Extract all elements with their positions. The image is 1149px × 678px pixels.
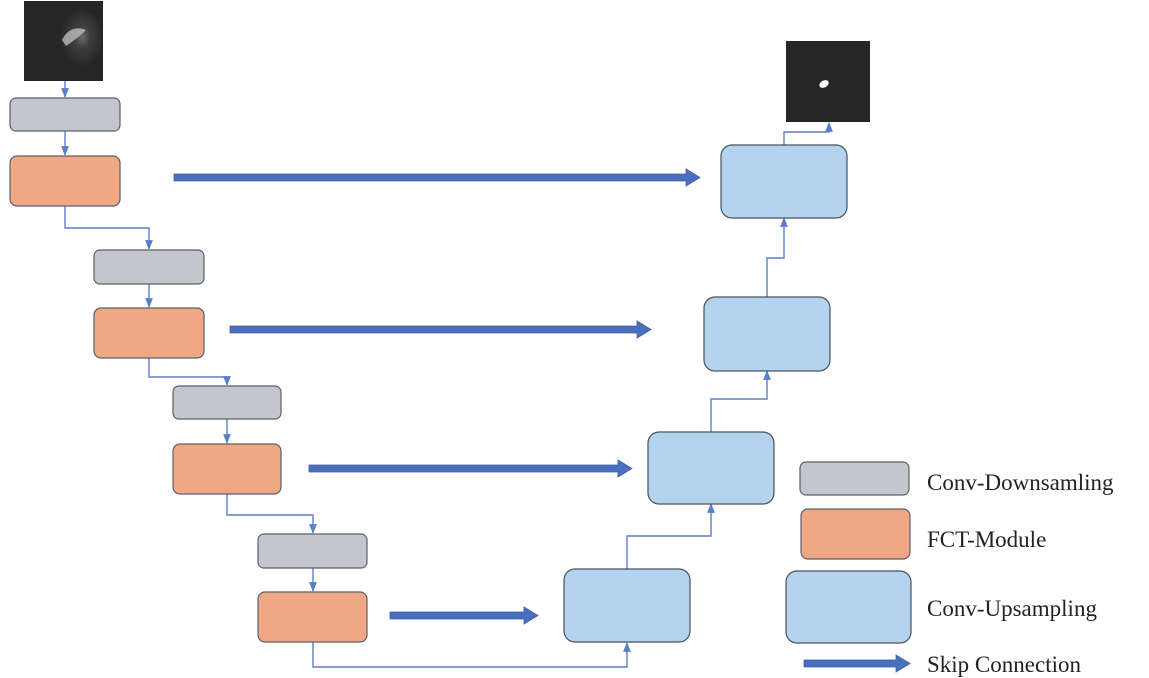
- upsampling-block: [563, 568, 691, 643]
- fct-module-group: [9, 155, 368, 643]
- connector-arrow: [226, 494, 317, 534]
- connector-arrow: [626, 503, 715, 569]
- legend-swatch-skip: [803, 654, 911, 673]
- skip-connection-arrow: [308, 459, 633, 478]
- legend-swatch-downsampling: [799, 461, 910, 496]
- downsampling-block: [93, 249, 205, 285]
- connector-arrow: [148, 358, 231, 386]
- connector-arrow: [766, 217, 788, 297]
- upsampling-group: [563, 144, 848, 643]
- legend-label-skip: Skip Connection: [927, 652, 1081, 677]
- downsampling-group: [9, 97, 368, 569]
- connector-arrow: [783, 122, 833, 145]
- legend-swatch-fct: [800, 508, 911, 560]
- legend-label-fct: FCT-Module: [927, 527, 1047, 552]
- skip-connection-group: [173, 168, 701, 625]
- skip-connection-arrow: [229, 320, 652, 339]
- connector-arrow: [710, 370, 771, 432]
- skip-connection-arrow: [389, 606, 539, 625]
- downsampling-block: [172, 385, 282, 420]
- fct-module-block: [9, 155, 121, 207]
- upsampling-block: [647, 431, 775, 505]
- downsampling-block: [257, 533, 368, 569]
- input-image: [24, 1, 103, 81]
- legend-swatch-upsampling: [785, 570, 912, 644]
- legend-label-downsampling: Conv-Downsamling: [927, 470, 1114, 495]
- input-image-tissue: [58, 10, 102, 70]
- upsampling-block: [703, 296, 831, 372]
- fct-module-block: [257, 591, 368, 643]
- skip-connection-arrow: [173, 168, 701, 187]
- upsampling-block: [720, 144, 848, 219]
- legend: [785, 461, 912, 673]
- fct-module-block: [172, 443, 282, 495]
- legend-label-upsampling: Conv-Upsampling: [927, 596, 1097, 621]
- output-image: [786, 41, 870, 122]
- output-image-mask: [819, 80, 829, 88]
- fct-module-block: [93, 307, 205, 359]
- downsampling-block: [9, 97, 121, 132]
- connector-arrow: [64, 206, 153, 250]
- input-image-highlight: [62, 28, 86, 46]
- connector-group: [61, 81, 833, 668]
- connector-arrow: [312, 642, 631, 668]
